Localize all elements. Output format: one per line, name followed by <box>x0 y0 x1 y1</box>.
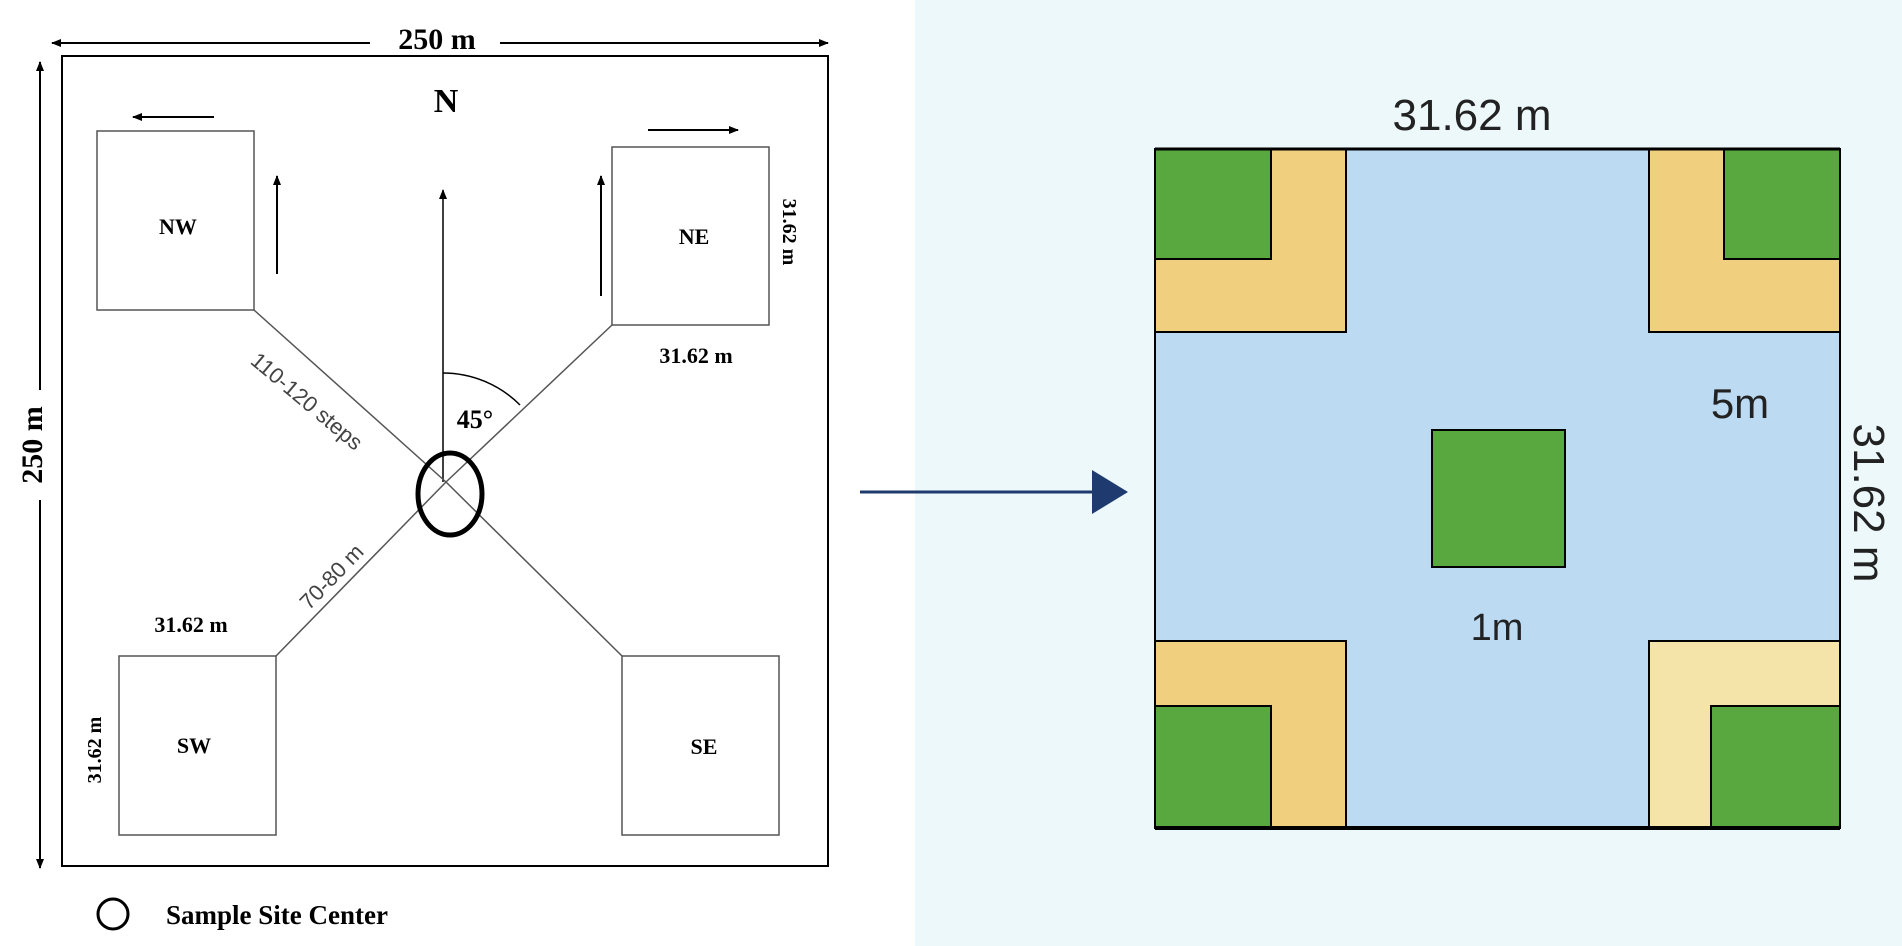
plot-sw <box>118 655 277 836</box>
sample-site-center <box>415 450 485 538</box>
subplot-1m-center <box>1431 429 1566 568</box>
diagonal-se <box>445 481 623 657</box>
plot-detail-diagram: 31.62 m 31.62 m 5m 1m <box>860 0 1902 946</box>
angle-arc <box>442 372 521 406</box>
diagonal-distance-label: 70-80 m <box>295 539 369 614</box>
plot-sw-label: SW <box>177 733 211 758</box>
plot-se <box>621 655 780 836</box>
top-dimension-label: 250 m <box>398 23 476 56</box>
subplot-1m-se <box>1710 705 1841 829</box>
site-boundary <box>61 55 829 867</box>
plot-ne <box>611 146 770 326</box>
plot-sw-side-size: 31.62 m <box>84 716 106 783</box>
detail-side-dimension: 31.62 m <box>1844 424 1893 583</box>
plot-ne-side-size: 31.62 m <box>778 199 800 266</box>
site-layout-diagram: 250 m 250 m N 45° NW NE 31.62 m 31.62 m <box>16 23 829 931</box>
plot-nw-label: NW <box>159 214 197 239</box>
diagonal-ne <box>445 324 613 483</box>
angle-label: 45° <box>457 405 493 434</box>
plot-ne-bottom-size: 31.62 m <box>659 343 732 368</box>
plot-ne-label: NE <box>679 224 710 249</box>
subplot-1m-nw <box>1154 148 1272 260</box>
subplot-1m-sw <box>1154 705 1272 829</box>
diagonal-steps-label: 110-120 steps <box>246 347 368 455</box>
label-1m: 1m <box>1471 607 1524 649</box>
north-label: N <box>434 83 459 120</box>
legend-label: Sample Site Center <box>166 900 388 930</box>
plot-se-label: SE <box>691 734 718 759</box>
label-5m: 5m <box>1711 380 1769 427</box>
detail-top-dimension: 31.62 m <box>1393 91 1552 140</box>
diagonal-sw <box>275 481 447 657</box>
plot-nw <box>96 130 255 311</box>
legend-circle-icon <box>96 897 130 931</box>
diagonal-nw <box>253 309 447 483</box>
subplot-1m-ne <box>1723 148 1841 260</box>
plot-sw-top-size: 31.62 m <box>154 612 227 637</box>
side-dimension-label: 250 m <box>16 406 49 484</box>
